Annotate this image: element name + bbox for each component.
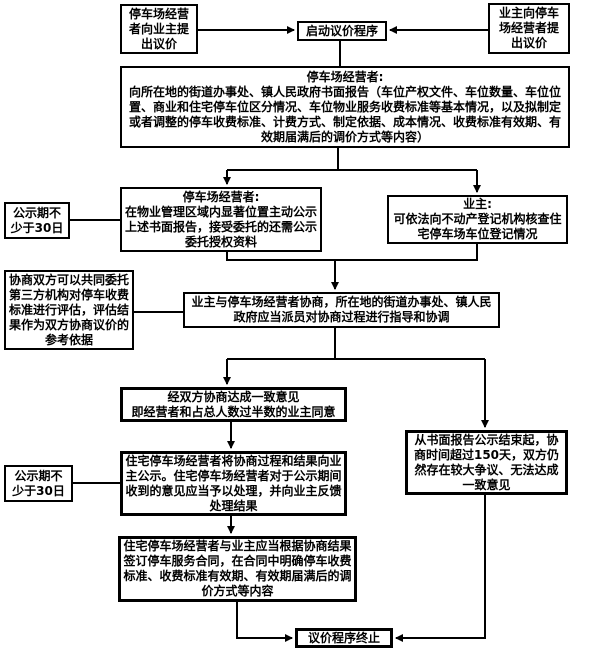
node-owner-propose: 业主向停车 场经营者提 出议价 xyxy=(488,3,570,54)
node-procedure-end: 议价程序终止 xyxy=(295,628,393,648)
node-owner-verify: 业主: 可依法向不动产登记机构核查住宅停车场车位登记情况 xyxy=(387,195,568,244)
node-negotiation: 业主与停车场经营者协商，所在地的街道办事处、镇人民政府应当派员对协商过程进行指导… xyxy=(183,292,500,328)
node-third-party-evaluation: 协商双方可以共同委托第三方机构对停车收费标准进行评估，评估结果作为双方协商议价的… xyxy=(4,270,134,350)
node-written-report: 停车场经营者: 向所在地的街道办事处、镇人民政府书面报告（车位产权文件、车位数量… xyxy=(120,66,570,148)
arrow-dispute-to-end xyxy=(395,495,486,642)
node-start-procedure: 启动议价程序 xyxy=(297,21,387,41)
node-operator-propose: 停车场经营 者向业主提 出议价 xyxy=(120,4,198,54)
node-publicity-period-1: 公示期不 少于30日 xyxy=(4,202,70,239)
node-agreement-reached: 经双方协商达成一致意见 即经营者和占总人数过半数的业主同意 xyxy=(120,387,347,422)
arrow-contract-to-end xyxy=(236,602,293,642)
node-publicize-result: 住宅停车场经营者将协商过程和结果向业主公示。住宅停车场经营者对于公示期间收到的意… xyxy=(120,451,347,516)
node-dispute-over-150-days: 从书面报告公示结束起，协商时间超过150天，双方仍然存在较大争议、无法达成一致意… xyxy=(405,430,568,495)
node-publicity-period-2: 公示期不 少于30日 xyxy=(4,465,73,502)
node-operator-publicize: 停车场经营者: 在物业管理区域内显著位置主动公示上述书面报告，接受委托的还需公示… xyxy=(120,187,322,252)
node-sign-contract: 住宅停车场经营者与业主应当根据协商结果签订停车服务合同，在合同中明确停车收费标准… xyxy=(118,536,357,602)
